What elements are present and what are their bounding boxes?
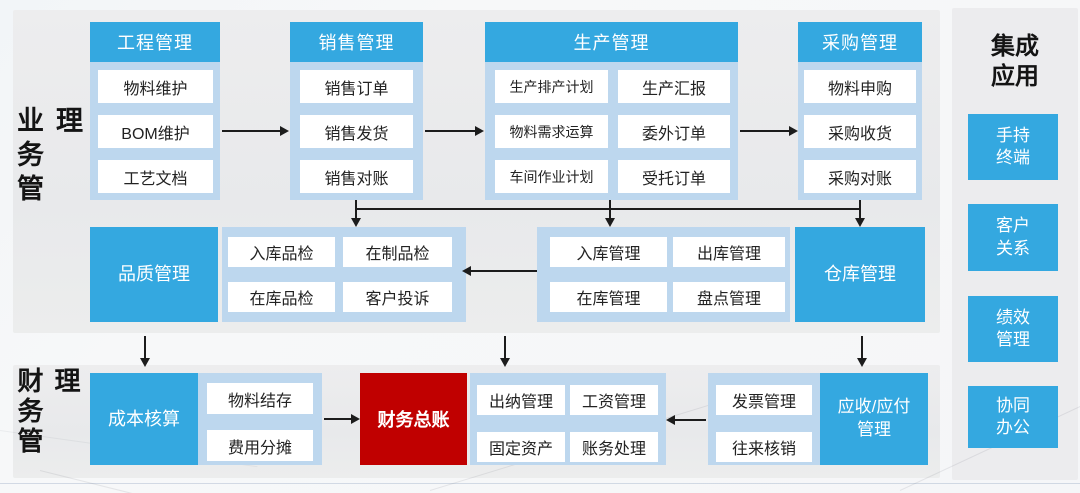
warehouse-management-box: 仓库管理: [795, 227, 925, 322]
group-header-production: 生产管理: [485, 22, 738, 62]
group-header-engineering: 工程管理: [90, 22, 220, 62]
module-box: 工艺文档: [98, 160, 213, 193]
module-box: 入库品检: [228, 237, 335, 267]
module-box: 物料维护: [98, 70, 213, 103]
module-box: 往来核销: [716, 432, 812, 462]
group-header-procurement: 采购管理: [798, 22, 922, 62]
module-box: 在库品检: [228, 282, 335, 312]
module-box: BOM维护: [98, 115, 213, 148]
module-box: 在制品检: [343, 237, 452, 267]
cost-accounting-box: 成本核算: [90, 373, 198, 465]
module-box: 账务处理: [570, 432, 658, 462]
module-box: 出纳管理: [477, 385, 565, 415]
module-box: 在库管理: [550, 282, 667, 312]
module-box: 采购对账: [804, 160, 916, 193]
module-box: 出库管理: [673, 237, 785, 267]
integration-apps-title: 集成 应用: [991, 33, 1039, 90]
module-box: 车间作业计划: [495, 160, 608, 193]
business-management-label: 业务管理: [13, 106, 82, 208]
general-ledger-box: 财务总账: [360, 373, 467, 465]
module-box: 销售发货: [300, 115, 413, 148]
quality-management-box: 品质管理: [90, 227, 218, 322]
module-box: 销售订单: [300, 70, 413, 103]
module-box: 入库管理: [550, 237, 667, 267]
module-box: 生产汇报: [618, 70, 730, 103]
module-box: 物料结存: [207, 383, 313, 414]
grid-line: [0, 483, 1080, 484]
integration-app-collaboration: 协同 办公: [968, 386, 1058, 448]
module-box: 费用分摊: [207, 430, 313, 461]
module-box: 发票管理: [716, 385, 812, 415]
module-box: 盘点管理: [673, 282, 785, 312]
module-box: 固定资产: [477, 432, 565, 462]
module-box: 物料申购: [804, 70, 916, 103]
integration-app-handheld: 手持 终端: [968, 114, 1058, 180]
module-box: 客户投诉: [343, 282, 452, 312]
module-box: 采购收货: [804, 115, 916, 148]
ar-ap-management-box: 应收/应付 管理: [820, 373, 928, 465]
module-box: 工资管理: [570, 385, 658, 415]
module-box: 销售对账: [300, 160, 413, 193]
module-box: 受托订单: [618, 160, 730, 193]
finance-management-label: 财务管理: [14, 367, 81, 457]
integration-app-performance: 绩效 管理: [968, 296, 1058, 362]
module-box: 委外订单: [618, 115, 730, 148]
module-box: 生产排产计划: [495, 70, 608, 103]
module-box: 物料需求运算: [495, 115, 608, 148]
group-header-sales: 销售管理: [290, 22, 423, 62]
integration-app-crm: 客户 关系: [968, 204, 1058, 271]
